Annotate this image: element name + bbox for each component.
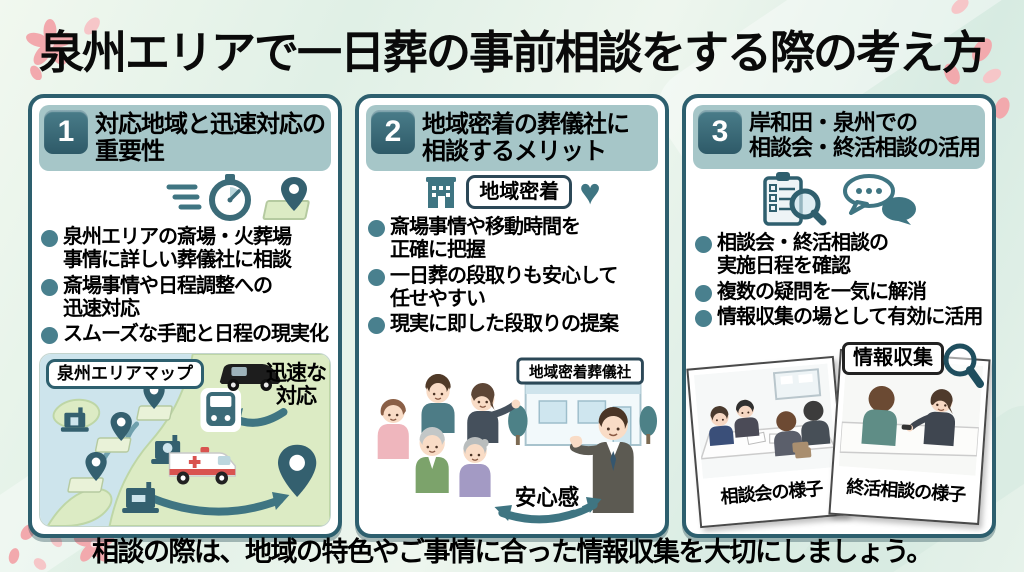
bullet-dot-icon	[368, 220, 385, 238]
funeral-company-building: 地域密着葬儀社	[508, 357, 658, 446]
bullet-dot-icon	[41, 230, 58, 248]
local-community-badge: 地域密着	[466, 175, 573, 210]
panel1-icon-row	[39, 173, 323, 222]
magnifier-icon	[943, 343, 984, 388]
building-icon	[122, 482, 159, 513]
train-icon	[200, 388, 242, 432]
info-gathering-badge-group: 情報収集	[842, 342, 984, 390]
info-gathering-badge: 情報収集	[842, 342, 944, 375]
photo-caption: 終活相談の様子	[845, 476, 966, 505]
bullet-text: 斎場事情や日程調整への 迅速対応	[63, 274, 273, 320]
list-item: 情報収集の場として有効に活用	[695, 306, 983, 329]
bullet-dot-icon	[695, 236, 712, 253]
checklist-magnifier-icon	[763, 172, 827, 226]
bullet-text: 複数の疑問を一気に解消	[717, 280, 927, 303]
page-title: 泉州エリアで一日葬の事前相談をする際の考え方	[38, 27, 987, 78]
staff-person	[569, 407, 634, 513]
list-item: 相談会・終活相談の 実施日程を確認	[695, 232, 983, 278]
bullet-dot-icon	[695, 310, 712, 328]
bullet-dot-icon	[368, 317, 385, 335]
bullet-text: 現実に即した段取りの提案	[390, 313, 619, 336]
assurance-label: 安心感	[515, 485, 579, 510]
bullet-dot-icon	[695, 284, 712, 302]
photo-shukatsu-consultation: 終活相談の様子	[828, 348, 991, 526]
building-icon	[426, 177, 457, 209]
bullet-text: 一日葬の段取りも安心して 任せやすい	[390, 264, 618, 310]
panel3-icon-row	[693, 171, 985, 227]
panel1-number-badge: 1	[44, 110, 88, 154]
panel1-header: 1 対応地域と迅速対応の 重要性	[39, 105, 331, 172]
panels-row: 1 対応地域と迅速対応の 重要性	[28, 94, 996, 538]
bullet-text: 情報収集の場として有効に活用	[717, 306, 983, 329]
map-pin-icon	[67, 452, 107, 493]
family-group	[377, 374, 521, 497]
senshu-area-map-illustration: 泉州エリアマップ 迅速な 対応	[39, 353, 331, 527]
meeting-scene	[693, 363, 837, 479]
bullet-text: スムーズな手配と日程の現実化	[63, 323, 329, 346]
panel1-bullet-list: 泉州エリアの斎場・火葬場 事情に詳しい葬儀社に相談 斎場事情や日程調整への 迅速…	[41, 226, 329, 346]
photo-consultation-meeting: 相談会の様子	[686, 355, 848, 529]
panel2-header: 2 地域密着の葬儀社に 相談するメリット	[366, 105, 658, 172]
consultation-scene	[838, 356, 984, 476]
map-pin-icon	[277, 444, 317, 497]
panel2-title: 地域密着の葬儀社に 相談するメリット	[422, 111, 630, 166]
speech-bubbles-icon	[843, 174, 916, 225]
bullet-text: 斎場事情や移動時間を 正確に把握	[390, 216, 581, 262]
panel3-number-badge: 3	[698, 110, 742, 154]
panel2-bullet-list: 斎場事情や移動時間を 正確に把握 一日葬の段取りも安心して 任せやすい 現実に即…	[368, 216, 656, 336]
building-sign: 地域密着葬儀社	[529, 363, 631, 381]
panel-response-area: 1 対応地域と迅速対応の 重要性	[28, 94, 342, 538]
map-pin-icon	[94, 412, 132, 453]
list-item: 斎場事情や移動時間を 正確に把握	[368, 216, 656, 262]
panel3-header: 3 岸和田・泉州での 相談会・終活相談の活用	[693, 105, 985, 169]
map-label-badge: 泉州エリアマップ	[46, 359, 204, 389]
panel3-title: 岸和田・泉州での 相談会・終活相談の活用	[749, 110, 981, 160]
panel2-number-badge: 2	[371, 110, 415, 154]
list-item: 泉州エリアの斎場・火葬場 事情に詳しい葬儀社に相談	[41, 226, 329, 272]
bullet-dot-icon	[41, 278, 58, 296]
bullet-text: 相談会・終活相談の 実施日程を確認	[717, 232, 889, 277]
building-icon	[60, 407, 89, 432]
bullet-dot-icon	[41, 327, 58, 345]
panel1-title: 対応地域と迅速対応の 重要性	[95, 111, 326, 166]
panel-local-funeral-company: 2 地域密着の葬儀社に 相談するメリット 地域密着 ♥ 斎場事情や移動時間を	[355, 94, 669, 538]
family-graphic: 地域密着葬儀社	[377, 357, 658, 524]
list-item: 複数の疑問を一気に解消	[695, 281, 983, 304]
family-consultation-illustration: 地域密着葬儀社	[366, 355, 658, 527]
list-item: 一日葬の段取りも安心して 任せやすい	[368, 265, 656, 311]
speed-response-label: 迅速な 対応	[266, 362, 327, 409]
mutual-arrow	[498, 501, 598, 524]
hearse-icon	[219, 364, 281, 391]
heart-icon: ♥	[579, 171, 601, 213]
list-item: 現実に即した段取りの提案	[368, 313, 656, 336]
map-pin-icon	[262, 177, 310, 221]
list-item: 斎場事情や日程調整への 迅速対応	[41, 275, 329, 321]
photo-caption: 相談会の様子	[719, 478, 824, 508]
consultation-photos: 相談会の様子 終活相談の様子 情報収集	[686, 342, 991, 529]
ambulance-icon	[168, 447, 236, 485]
panel3-bullet-list: 相談会・終活相談の 実施日程を確認 複数の疑問を一気に解消 情報収集の場として有…	[695, 232, 983, 329]
panel-consultation-events: 3 岸和田・泉州での 相談会・終活相談の活用	[682, 94, 996, 538]
bullet-dot-icon	[368, 268, 385, 286]
footer-message: 相談の際は、地域の特色やご事情に合った情報収集を大切にしましょう。	[92, 537, 933, 567]
panel2-icon-row: 地域密着 ♥	[366, 173, 658, 211]
list-item: スムーズな手配と日程の現実化	[41, 323, 329, 346]
stopwatch-icon	[166, 174, 310, 222]
bullet-text: 泉州エリアの斎場・火葬場 事情に詳しい葬儀社に相談	[63, 226, 292, 272]
